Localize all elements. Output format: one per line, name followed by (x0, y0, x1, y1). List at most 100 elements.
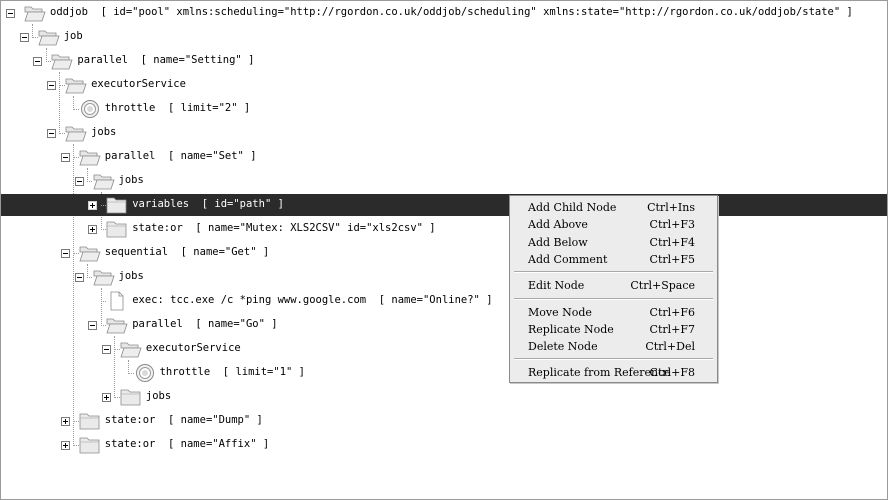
folder-closed-icon (106, 219, 128, 239)
menu-item-shortcut: Ctrl+F4 (649, 235, 695, 249)
folder-open-icon (51, 51, 73, 71)
folder-closed-icon (106, 195, 128, 215)
tree-node-row[interactable]: sequential [ name="Get" ] (1, 242, 887, 264)
tree-node-row[interactable]: parallel [ name="Go" ] (1, 314, 887, 336)
folder-open-icon (120, 339, 142, 359)
menu-item-label: Add Comment (528, 252, 608, 266)
tree-node-label[interactable]: jobs (118, 270, 144, 282)
tree-node-label[interactable]: parallel [ name="Go" ] (132, 318, 278, 330)
folder-open-icon (79, 243, 101, 263)
tree-node-label[interactable]: parallel [ name="Set" ] (104, 150, 257, 162)
tree-node-label[interactable]: executorService (145, 342, 241, 354)
folder-open-icon (92, 267, 115, 287)
tree-guide-line (86, 181, 93, 182)
tree-node-label[interactable]: jobs (145, 390, 172, 402)
tree-guide-line (114, 397, 120, 398)
tree-guide-line (59, 72, 61, 134)
tree-guide-line (114, 336, 116, 398)
tree-node-label[interactable]: throttle [ limit="2" ] (104, 102, 251, 114)
tree-node-row[interactable]: executorService (1, 74, 887, 96)
collapse-icon[interactable] (88, 321, 98, 330)
tree-node-row[interactable]: throttle [ limit="1" ] (1, 362, 887, 384)
folder-open-icon (38, 27, 60, 47)
expand-icon[interactable] (60, 417, 70, 426)
tree-node-label[interactable]: state:or [ name="Dump" ] (104, 414, 263, 426)
tree-node-label[interactable]: parallel [ name="Setting" ] (77, 54, 255, 66)
menu-item-replicate-node[interactable]: Replicate Node Ctrl+F7 (510, 321, 717, 338)
folder-closed-icon (79, 435, 101, 455)
collapse-icon[interactable] (101, 345, 111, 354)
tree-node-row[interactable]: throttle [ limit="2" ] (1, 98, 887, 120)
tree-node-row[interactable]: state:or [ name="Affix" ] (1, 434, 887, 456)
tree-node-row[interactable]: jobs (1, 170, 887, 192)
tree-node-row[interactable]: state:or [ name="Mutex: XLS2CSV" id="xls… (1, 218, 887, 240)
tree-node-row[interactable]: oddjob [ id="pool" xmlns:scheduling="htt… (1, 2, 887, 24)
collapse-icon[interactable] (60, 153, 70, 162)
tree-node-label[interactable]: exec: tcc.exe /c *ping www.google.com [ … (132, 294, 493, 306)
menu-separator (514, 358, 713, 361)
menu-item-shortcut: Ctrl+F7 (649, 322, 695, 336)
menu-item-label: Replicate Node (528, 322, 614, 336)
throttle-icon (134, 363, 156, 383)
tree-guide-line (100, 205, 107, 206)
folder-closed-icon (79, 411, 101, 431)
collapse-icon[interactable] (47, 129, 57, 138)
collapse-icon[interactable] (19, 33, 29, 42)
menu-item-add-child-node[interactable]: Add Child Node Ctrl+Ins (510, 199, 717, 216)
collapse-icon[interactable] (60, 249, 70, 258)
tree-node-label[interactable]: throttle [ limit="1" ] (159, 366, 305, 378)
expand-icon[interactable] (101, 393, 111, 402)
tree-node-row[interactable]: executorService (1, 338, 887, 360)
tree-node-row[interactable]: jobs (1, 386, 887, 408)
tree-guide-line (86, 277, 93, 278)
tree-guide-line (73, 421, 79, 422)
tree-node-row[interactable]: state:or [ name="Dump" ] (1, 410, 887, 432)
tree-guide-line (32, 24, 33, 38)
expand-icon[interactable] (88, 201, 98, 210)
tree-node-label[interactable]: state:or [ name="Affix" ] (104, 438, 270, 450)
tree-node-row[interactable]: exec: tcc.exe /c *ping www.google.com [ … (1, 290, 887, 312)
tree-node-row[interactable]: jobs (1, 266, 887, 288)
menu-item-shortcut: Ctrl+Del (645, 340, 695, 354)
collapse-icon[interactable] (74, 273, 84, 282)
tree-node-row[interactable]: parallel [ name="Set" ] (1, 146, 887, 168)
tree-guide-line (73, 157, 79, 158)
menu-item-shortcut: Ctrl+Ins (647, 201, 695, 214)
collapse-icon[interactable] (47, 81, 57, 90)
tree-node-label[interactable]: executorService (91, 78, 186, 90)
tree-guide-line (45, 48, 47, 62)
tree-node-row[interactable]: variables [ id="path" ] (1, 194, 887, 216)
collapse-icon[interactable] (74, 177, 84, 186)
menu-item-add-below[interactable]: Add Below Ctrl+F4 (510, 234, 717, 251)
tree-node-row[interactable]: parallel [ name="Setting" ] (1, 50, 887, 72)
tree-node-label[interactable]: job (63, 30, 83, 42)
menu-item-shortcut: Ctrl+F8 (649, 366, 695, 380)
folder-open-icon (65, 123, 87, 143)
tree-node-label[interactable]: jobs (118, 174, 144, 186)
tree-guide-line (86, 264, 88, 278)
tree-node-label[interactable]: variables [ id="path" ] (132, 198, 284, 210)
tree-node-row[interactable]: jobs (1, 122, 887, 144)
folder-open-icon (106, 315, 128, 335)
menu-item-label: Add Child Node (528, 201, 617, 214)
tree-node-label[interactable]: state:or [ name="Mutex: XLS2CSV" id="xls… (132, 222, 436, 234)
collapse-icon[interactable] (33, 57, 43, 66)
expand-icon[interactable] (60, 441, 70, 450)
tree-node-label[interactable]: oddjob [ id="pool" xmlns:scheduling="htt… (50, 6, 853, 18)
tree-node-row[interactable]: job (1, 26, 887, 48)
tree-node-label[interactable]: sequential [ name="Get" ] (104, 246, 270, 258)
tree-guide-line (100, 301, 107, 302)
collapse-icon[interactable] (6, 9, 15, 18)
menu-item-label: Add Below (528, 235, 588, 249)
tree-node-label[interactable]: jobs (91, 126, 117, 138)
folder-open-icon (65, 75, 87, 95)
menu-item-shortcut: Ctrl+Space (630, 279, 695, 293)
expand-icon[interactable] (88, 225, 98, 234)
